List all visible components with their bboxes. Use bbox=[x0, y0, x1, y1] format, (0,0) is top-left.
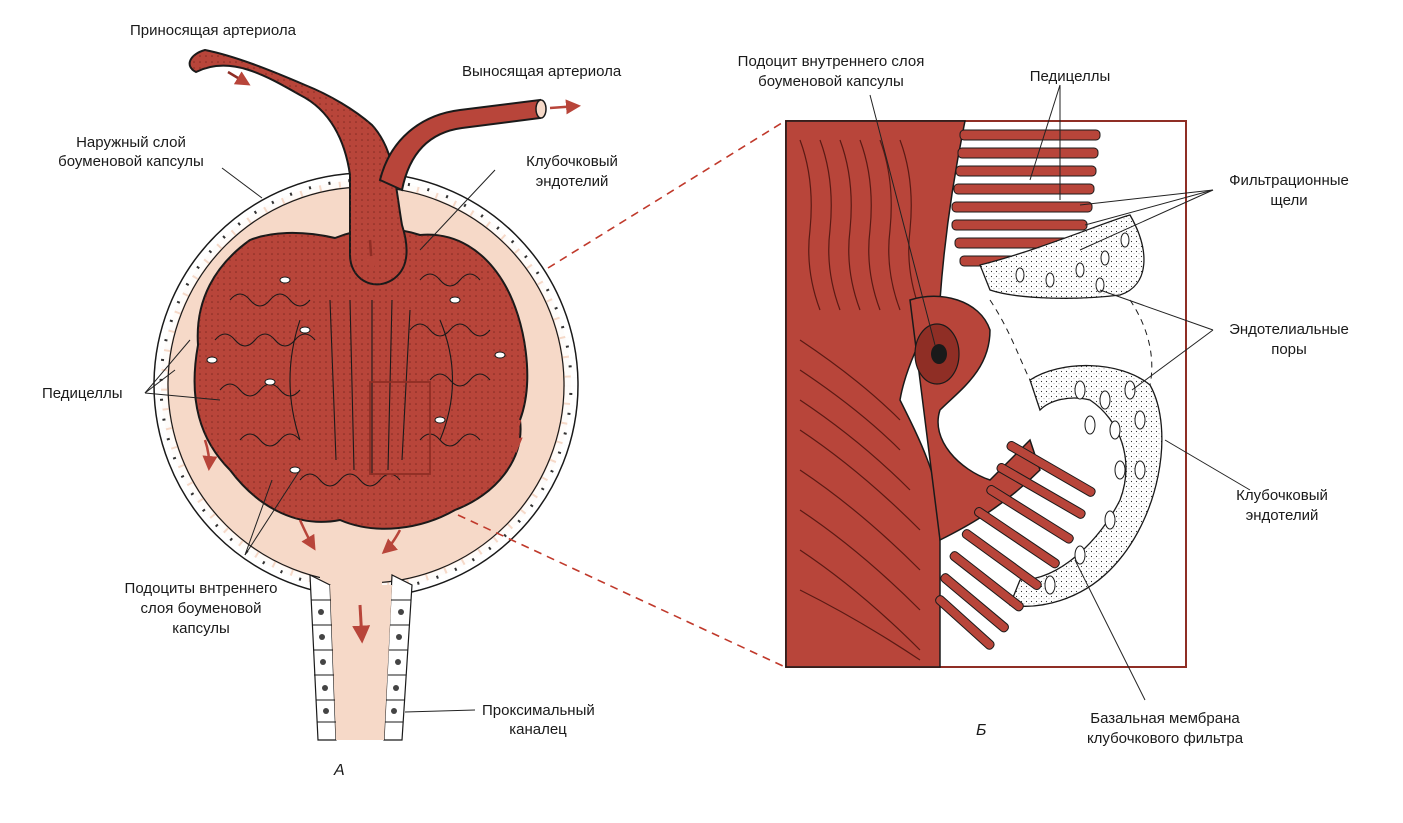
label-filtration-slits-line-1: Фильтрационные bbox=[1229, 172, 1349, 189]
label-endothelium-b-line-2: эндотелий bbox=[1245, 507, 1319, 524]
label-glomerular-endothelium-line-1: Клубочковый bbox=[526, 153, 618, 170]
label-podocyte-b-line-1: Подоцит внутреннего слоя bbox=[737, 53, 925, 70]
label-podocytes-line-1: Подоциты внтреннего bbox=[124, 580, 278, 597]
glomerulus-capillary-loops bbox=[214, 273, 491, 487]
label-outer-layer-line-2: боуменовой капсулы bbox=[58, 153, 204, 170]
panel-b bbox=[785, 84, 1251, 701]
afferent-texture bbox=[189, 50, 407, 285]
afferent-flow-arrow bbox=[227, 70, 251, 86]
flow-arrow-tubule bbox=[352, 604, 371, 644]
label-podocytes-line-3: капсулы bbox=[172, 620, 230, 637]
panel-b-letter: Б bbox=[976, 722, 987, 739]
panel-a-leaders bbox=[144, 167, 496, 713]
connector-top bbox=[547, 120, 786, 269]
label-podocytes-line-2: слоя боуменовой bbox=[140, 600, 262, 617]
label-glomerular-endothelium-line-2: эндотелий bbox=[535, 173, 609, 190]
glomerulus-texture bbox=[194, 228, 528, 529]
pores-lower bbox=[1044, 380, 1146, 595]
tubule-lumen bbox=[330, 585, 392, 740]
label-endothelial-pores-line-1: Эндотелиальные bbox=[1229, 321, 1349, 338]
label-pedicels-a: Педицеллы bbox=[42, 385, 123, 402]
podocyte-nucleus bbox=[931, 344, 947, 364]
podocyte-folds bbox=[799, 139, 921, 661]
label-basement-membrane-line-2: клубочкового фильтра bbox=[1086, 730, 1244, 747]
label-afferent-arteriole: Приносящая артериола bbox=[130, 22, 296, 39]
efferent-flow-arrow bbox=[549, 99, 581, 115]
label-tubule-line-2: каналец bbox=[509, 721, 567, 738]
label-efferent-arteriole: Выносящая артериола bbox=[462, 63, 622, 80]
pedicels-upper bbox=[951, 129, 1101, 267]
label-filtration-slits-line-2: щели bbox=[1270, 192, 1308, 209]
glomerulus-nuclei bbox=[206, 276, 506, 474]
panel-b-leaders bbox=[869, 84, 1251, 701]
label-outer-layer-line-1: Наружный слой bbox=[76, 134, 186, 151]
efferent-lumen bbox=[535, 99, 547, 119]
panel-a-letter: А bbox=[334, 762, 345, 779]
label-tubule-line-1: Проксимальный bbox=[482, 702, 595, 719]
pedicels-lower bbox=[935, 440, 1096, 650]
zoom-box bbox=[369, 381, 431, 475]
label-pedicels-b: Педицеллы bbox=[1029, 68, 1111, 85]
label-basement-membrane-line-1: Базальная мембрана bbox=[1090, 710, 1240, 727]
filtrate-arrows bbox=[202, 419, 523, 554]
capillary-dash-right bbox=[1129, 299, 1153, 386]
tubule-nuclei bbox=[318, 609, 404, 714]
label-endothelium-b-line-1: Клубочковый bbox=[1236, 487, 1328, 504]
tubule-cell-borders bbox=[311, 599, 411, 723]
label-endothelial-pores-line-2: поры bbox=[1271, 341, 1307, 358]
connector-bottom bbox=[457, 514, 786, 668]
inner-flow-arrow bbox=[363, 239, 379, 271]
capillary-dash-left bbox=[989, 299, 1031, 381]
label-podocyte-b-line-2: боуменовой капсулы bbox=[758, 73, 904, 90]
panel-a bbox=[144, 48, 786, 741]
pores-upper bbox=[1015, 232, 1130, 293]
